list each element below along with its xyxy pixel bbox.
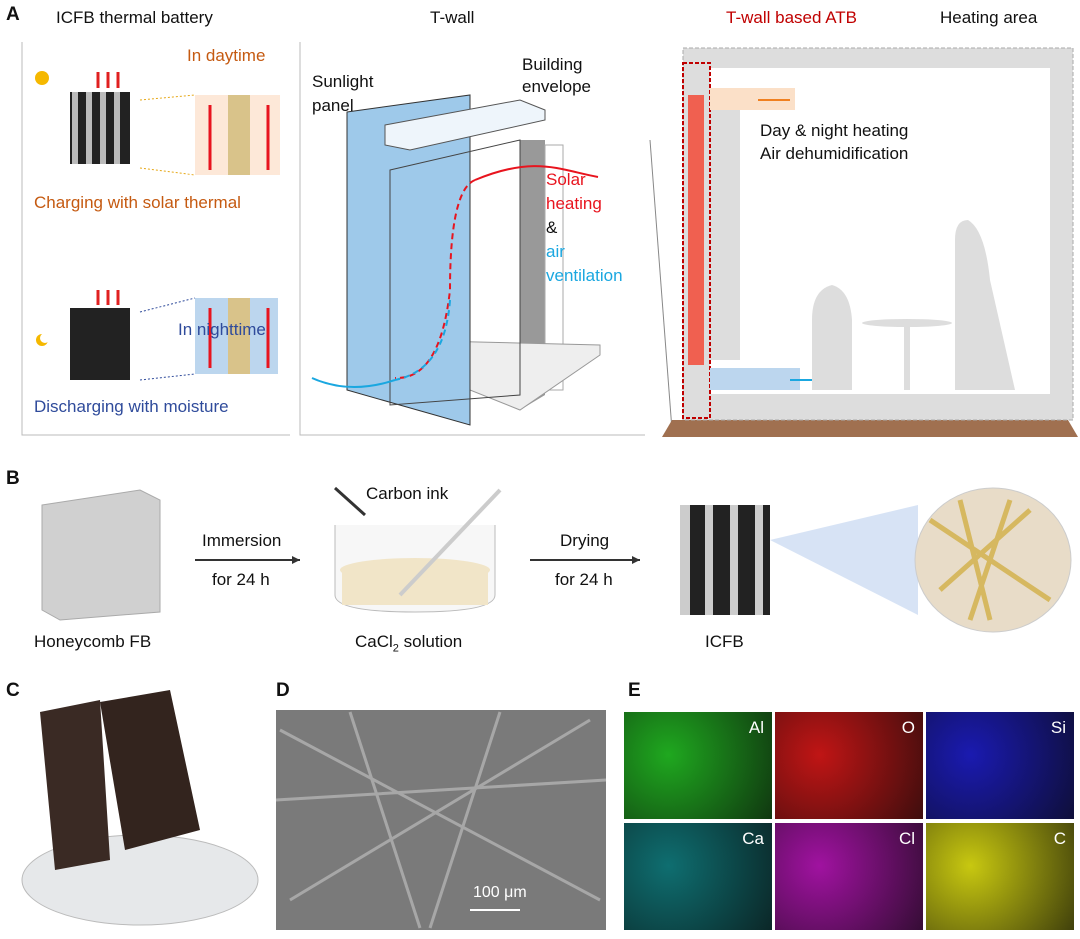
eds-element-label: Al [748, 718, 764, 737]
panel-label-d: D [276, 680, 290, 701]
solar-label: Solar [546, 170, 586, 189]
eds-map-cl: Cl [775, 823, 923, 930]
nighttime-label: In nighttime [178, 320, 266, 339]
title-t-wall: T-wall [430, 8, 475, 27]
solution-subscript: 2 [392, 642, 399, 655]
title-icfb-thermal-battery: ICFB thermal battery [56, 8, 213, 27]
eds-map-o: O [775, 712, 923, 819]
honeycomb-fb-block [41, 489, 161, 621]
eds-element-label: Ca [742, 829, 764, 848]
icfb-block-night [70, 290, 130, 380]
ampersand: & [546, 218, 558, 237]
drying-time-label: for 24 h [555, 570, 613, 589]
solution-text: CaCl [355, 632, 393, 651]
sunlight-panel-label-2: panel [312, 96, 354, 115]
room-heating-label: Day & night heating [760, 121, 909, 140]
air-label: air [546, 242, 565, 261]
icfb-block [680, 505, 770, 615]
panel-label-a: A [6, 4, 20, 25]
panel-label-e: E [628, 680, 641, 701]
icfb-label: ICFB [705, 632, 744, 651]
heating-label: heating [546, 194, 602, 213]
discharging-label: Discharging with moisture [34, 397, 229, 416]
building-envelope-label: Building [522, 55, 583, 74]
immersion-label: Immersion [202, 531, 282, 550]
building-envelope-label-2: envelope [522, 77, 592, 96]
eds-map-si: Si [926, 712, 1074, 819]
beaker [334, 488, 502, 613]
cacl2-solution-label: CaCl2 solution [355, 632, 462, 654]
daytime-label: In daytime [187, 46, 266, 65]
panel-label-c: C [6, 680, 20, 701]
eds-map-c: C [926, 823, 1074, 930]
ventilation-label: ventilation [546, 266, 623, 285]
eds-map-ca: Ca [624, 823, 772, 930]
eds-element-label: O [901, 718, 915, 737]
eds-element-label: Si [1050, 718, 1066, 737]
carbon-ink-label: Carbon ink [366, 484, 449, 503]
panel-label-b: B [6, 468, 20, 489]
drying-label: Drying [560, 531, 610, 550]
eds-element-label: C [1053, 829, 1066, 848]
title-heating-area: Heating area [940, 8, 1038, 27]
eds-element-label: Cl [898, 829, 915, 848]
title-t-wall-atb: T-wall based ATB [726, 8, 858, 27]
solution-text-2: solution [398, 632, 463, 651]
honeycomb-fb-label: Honeycomb FB [34, 632, 152, 651]
sunlight-panel-label: Sunlight [312, 72, 374, 91]
room-dehumidification-label: Air dehumidification [760, 144, 909, 163]
scale-bar-label: 100 μm [473, 884, 527, 901]
eds-map-al: Al [624, 712, 772, 819]
immersion-time-label: for 24 h [212, 570, 270, 589]
charging-label: Charging with solar thermal [34, 193, 241, 212]
icfb-block-day [70, 72, 130, 164]
